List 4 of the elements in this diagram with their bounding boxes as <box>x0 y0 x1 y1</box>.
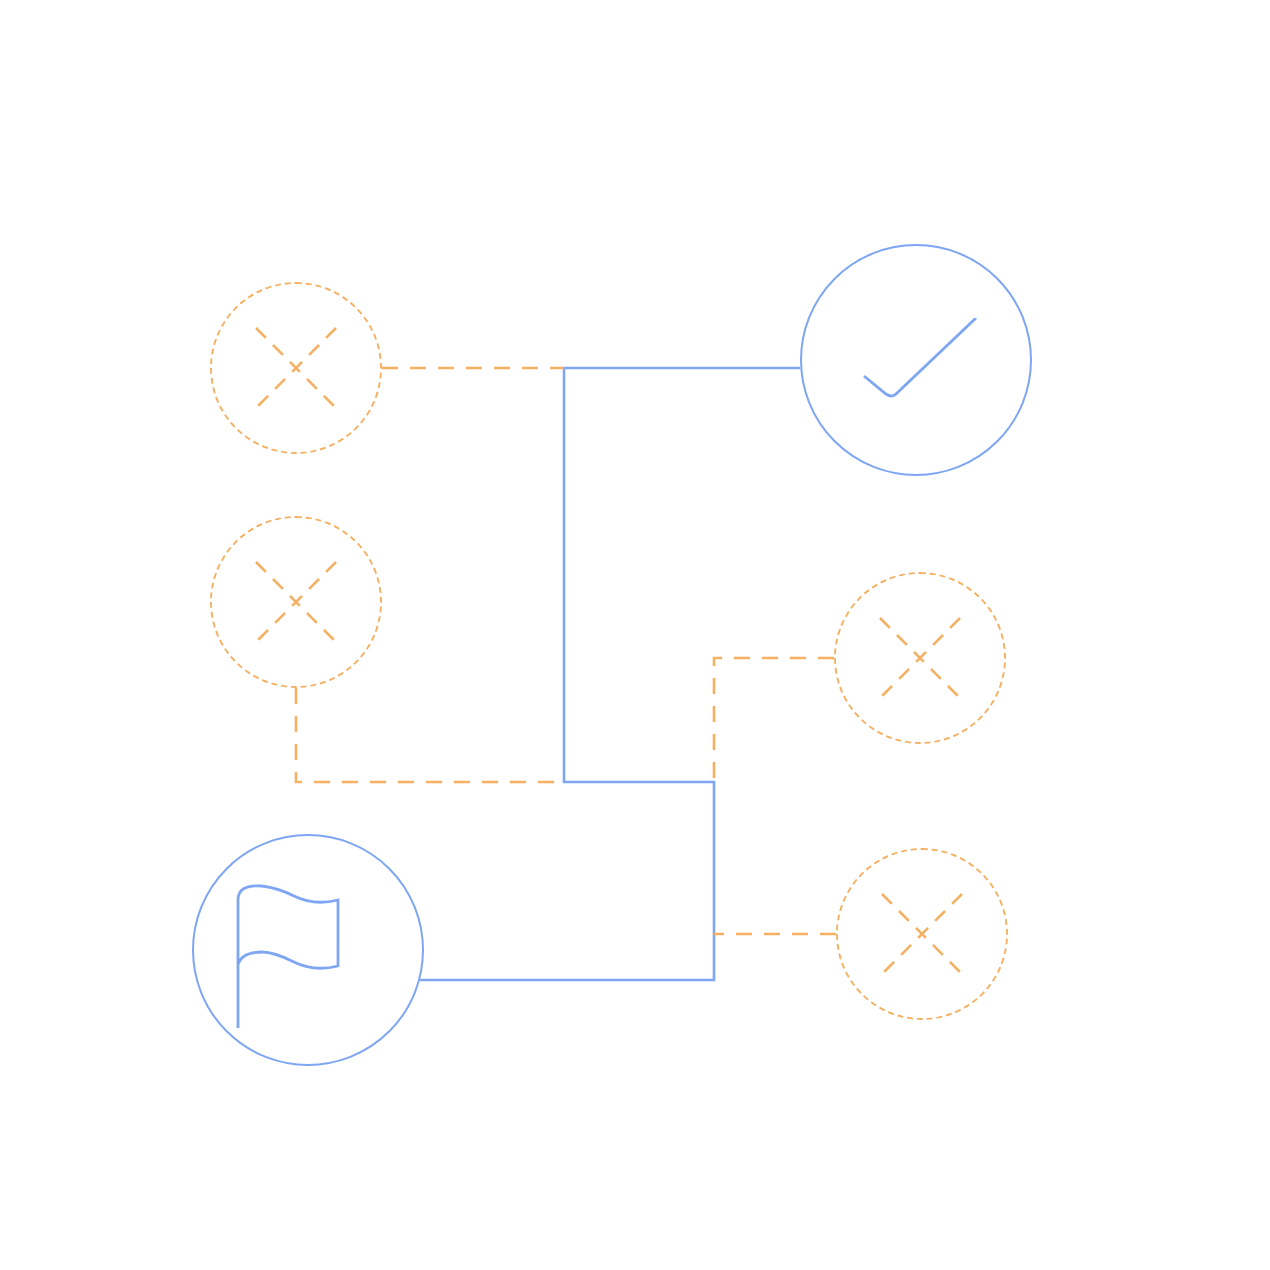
connector-line <box>714 932 836 936</box>
connector-line <box>420 366 801 982</box>
connector-line <box>382 366 564 370</box>
connector-line <box>712 656 834 782</box>
